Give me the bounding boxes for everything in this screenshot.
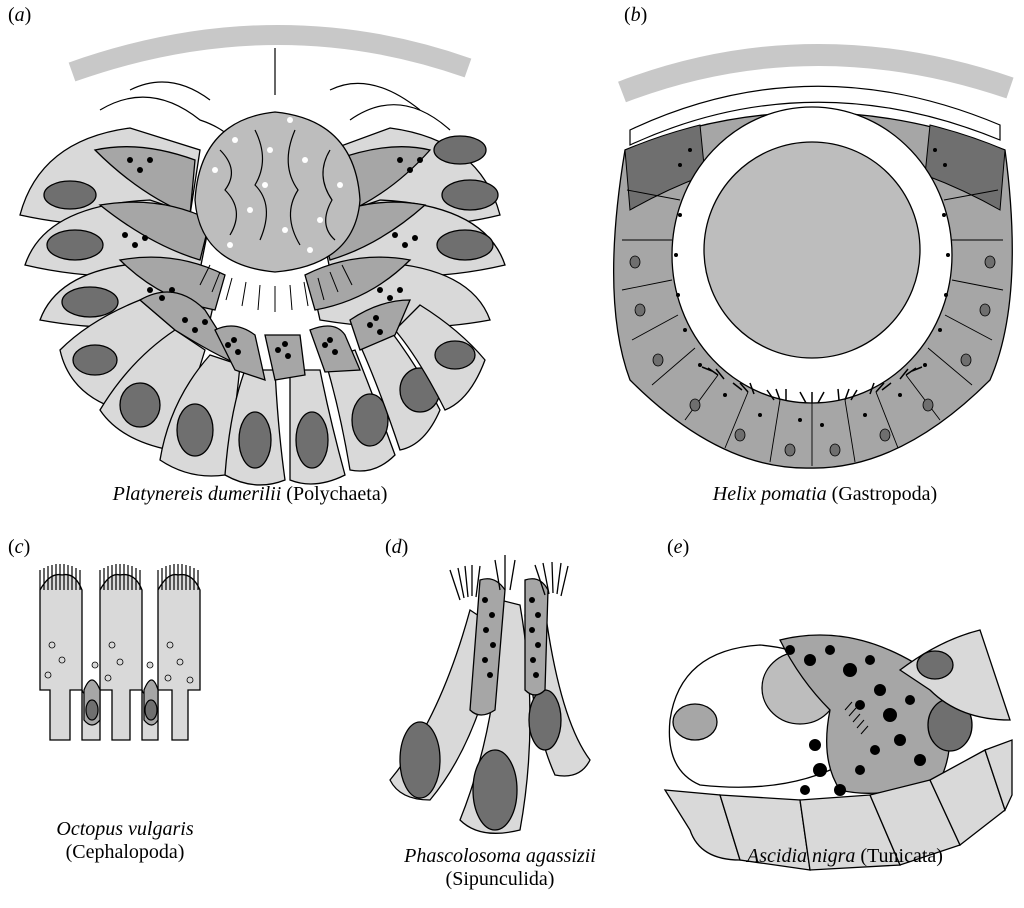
species-a: Platynereis dumerilii <box>113 483 282 505</box>
taxon-c: Cephalopoda <box>72 841 178 863</box>
lens-a <box>195 112 360 272</box>
taxon-b: Gastropoda <box>838 483 930 505</box>
microvilli-d <box>450 555 568 600</box>
caption-d: Phascolosoma agassizii (Sipunculida) <box>350 845 650 891</box>
helix-eye-drawing <box>614 55 1013 468</box>
receptor-cell-c3 <box>158 575 200 740</box>
taxon-d: Sipunculida <box>452 868 548 890</box>
ascidia-eye-drawing <box>665 630 1012 870</box>
caption-e: Ascidia nigra (Tunicata) <box>690 845 1000 868</box>
platynereis-eye-drawing <box>20 35 505 485</box>
bottom-cells-a <box>60 292 485 485</box>
octopus-retina-drawing <box>40 564 200 740</box>
taxon-e: Tunicata <box>867 845 936 867</box>
species-d: Phascolosoma agassizii <box>350 845 650 868</box>
side-cells-left-a <box>20 128 225 328</box>
taxon-a: Polychaeta <box>293 483 381 505</box>
caption-c: Octopus vulgaris (Cephalopoda) <box>10 818 240 864</box>
receptor-cell-c2 <box>100 575 142 740</box>
phascolosoma-eye-drawing <box>390 555 590 833</box>
cuticle-a <box>72 35 468 72</box>
species-e: Ascidia nigra <box>747 845 855 867</box>
caption-a: Platynereis dumerilii (Polychaeta) <box>20 483 480 506</box>
species-b: Helix pomatia <box>713 483 827 505</box>
caption-b: Helix pomatia (Gastropoda) <box>630 483 1020 506</box>
lens-b <box>704 142 920 358</box>
species-c: Octopus vulgaris <box>10 818 240 841</box>
